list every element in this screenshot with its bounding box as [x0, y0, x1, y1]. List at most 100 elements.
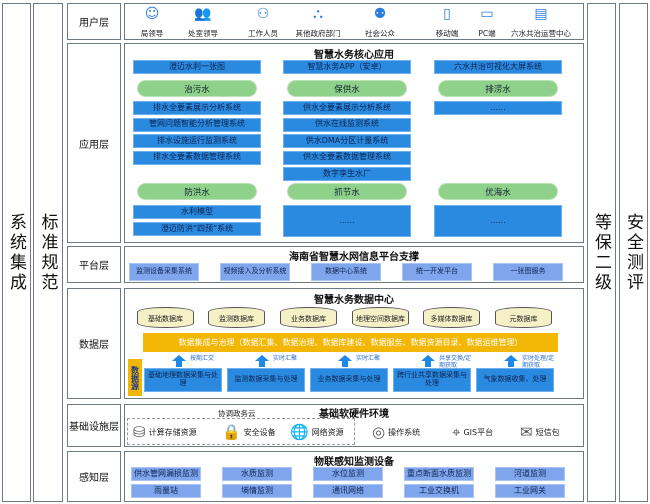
app-category-pill: 优海水: [438, 183, 558, 200]
lock-shield-icon: 🔒: [222, 423, 241, 441]
map-pin-icon: ⌖: [452, 423, 461, 441]
infra-item-label: 短信包: [535, 427, 560, 437]
arrow-up-icon: [421, 355, 435, 361]
envelope-icon: ✉: [520, 423, 533, 441]
sensor-box: 重点断面水质监测: [404, 467, 474, 481]
side-label: 安全测评: [623, 212, 643, 293]
flow-label: 共享交换/定期获取: [439, 355, 472, 369]
layer-label-app: 应用层: [67, 43, 121, 243]
app-category-pill: 治污水: [137, 80, 257, 97]
app-category-pill: 防洪水: [137, 183, 257, 200]
arrow-stem: [342, 361, 348, 367]
database-cylinder: 业务数据库: [280, 307, 337, 328]
data-source-box: 气象数据收集、处理: [476, 368, 554, 392]
arrow-stem: [176, 361, 182, 367]
fingerprint-icon: ◎: [372, 423, 386, 441]
infra-item-label: GIS平台: [463, 427, 494, 437]
app-system-box: 供水全要素数据管理系统: [283, 150, 411, 165]
side-label: 标准规范: [37, 212, 58, 293]
app-system-box: 排水设施运行监测系统: [133, 134, 261, 148]
perception-layer-title: 物联感知监测设备: [314, 457, 394, 468]
user-label: 六水共治运营中心: [511, 29, 571, 38]
platform-system-box: 一张图服务: [493, 263, 563, 281]
group-icon: 👥: [194, 6, 212, 22]
user-label: 移动端: [435, 29, 459, 38]
government-cloud-group: [127, 418, 355, 445]
data-source-box: 跨行业共享数据采集与处理: [393, 368, 471, 392]
flow-label: 按期汇交: [190, 355, 215, 362]
side-label: 系统集成: [6, 212, 26, 293]
infra-item-label: 网络资源: [311, 427, 344, 437]
layer-label-platform: 平台层: [67, 246, 121, 283]
data-source-label: 数据源: [128, 359, 142, 396]
app-system-box: 智慧水务APP（安卓）: [283, 60, 411, 74]
database-cylinder: 地理空间数据库: [352, 307, 409, 328]
flow-label: 实时汇聚: [273, 355, 298, 362]
user-label: 处室领导: [188, 29, 218, 38]
infra-item: 🔒安全设备: [222, 423, 276, 441]
app-system-box: 六水共治可视化大屏系统: [434, 60, 562, 74]
arrow-up-icon: [338, 355, 352, 361]
app-category-pill: 抓节水: [287, 183, 407, 200]
layer-label-perception: 感知层: [67, 451, 121, 502]
user-layer-panel: [124, 3, 584, 40]
platform-system-box: 视频接入及分析系统: [220, 263, 290, 281]
database-cylinder: 监测数据库: [208, 307, 265, 328]
department-icon: ⛬: [313, 6, 323, 22]
data-integration-bar: 数据集成与治理（数据汇集、数据治理、数据库建设、数据服务、数据资源目录、数据运维…: [143, 333, 558, 352]
sensor-box: 水质监测: [222, 467, 292, 481]
monitor-icon: ▭: [480, 6, 494, 22]
arrow-stem: [508, 361, 514, 367]
dashboard-icon: ▤: [534, 6, 548, 22]
infra-item: ◎操作系统: [372, 423, 420, 441]
infra-item: ⌖GIS平台: [452, 423, 493, 441]
platform-layer-title: 海南省智慧水网信息平台支撑: [289, 252, 419, 263]
app-category-pill: 保供水: [287, 80, 407, 97]
infra-item-label: 安全设备: [243, 427, 276, 437]
platform-system-box: 监测设备采集系统: [129, 263, 199, 281]
security-assessment-column: 安全测评: [619, 3, 648, 502]
app-system-box: ......: [434, 101, 562, 115]
sensor-box: 河道监测: [495, 467, 565, 481]
layer-label-user: 用户层: [67, 3, 121, 40]
app-system-box: 水利模型: [133, 205, 261, 219]
arrow-stem: [259, 361, 265, 367]
flow-label: 实时处理/定期获取: [522, 355, 555, 369]
app-system-box: 管网问题智能分析管理系统: [133, 117, 261, 132]
flow-label: 实时汇聚: [356, 355, 381, 362]
data-layer-title: 智慧水务数据中心: [314, 295, 394, 306]
arrow-up-icon: [504, 355, 518, 361]
standards-column: 标准规范: [33, 3, 63, 502]
sensor-box: 工业网关: [495, 484, 565, 498]
database-cylinder: 多媒体数据库: [423, 307, 480, 328]
arrow-stem: [425, 361, 431, 367]
user-label: 工作人员: [248, 29, 278, 38]
app-system-box: 排水全要素展示分析系统: [133, 101, 261, 115]
arrow-up-icon: [255, 355, 269, 361]
app-system-box: 供水DMA分区计量系统: [283, 134, 411, 148]
database-icon: ⛁: [133, 423, 146, 441]
app-system-box: 澄迈水利一张图: [133, 60, 261, 74]
app-system-box: ......: [283, 205, 411, 237]
app-system-box: 排水全要素数据管理系统: [133, 150, 261, 165]
data-source-box: 业务数据采集与处理: [310, 368, 388, 392]
data-source-box: 基础地理数据采集与处理: [144, 368, 222, 392]
app-system-box: 数字孪生水厂: [283, 167, 411, 181]
app-system-box: 供水在线监测系统: [283, 117, 411, 132]
app-system-box: 供水全要素展示分析系统: [283, 101, 411, 115]
layer-label-data: 数据层: [67, 288, 121, 399]
sensor-box: 供水管网漏损监测: [131, 467, 201, 481]
sensor-box: 墒情监测: [222, 484, 292, 498]
user-label: 局领导: [140, 29, 164, 38]
security-level-column: 等保二级: [587, 3, 616, 502]
side-label: 等保二级: [591, 212, 611, 293]
layer-label-infra: 基础设施层: [67, 404, 121, 447]
infra-item-label: 计算存储资源: [148, 427, 197, 437]
app-layer-title: 智慧水务核心应用: [314, 50, 394, 61]
app-system-box: 澄迈防洪“四预”系统: [133, 222, 261, 236]
app-system-box: ......: [434, 205, 562, 237]
app-category-pill: 排涝水: [438, 80, 558, 97]
user-label: 其他政府部门: [295, 29, 341, 38]
sensor-box: 雨量站: [131, 484, 201, 498]
sensor-box: 水位监测: [313, 467, 383, 481]
